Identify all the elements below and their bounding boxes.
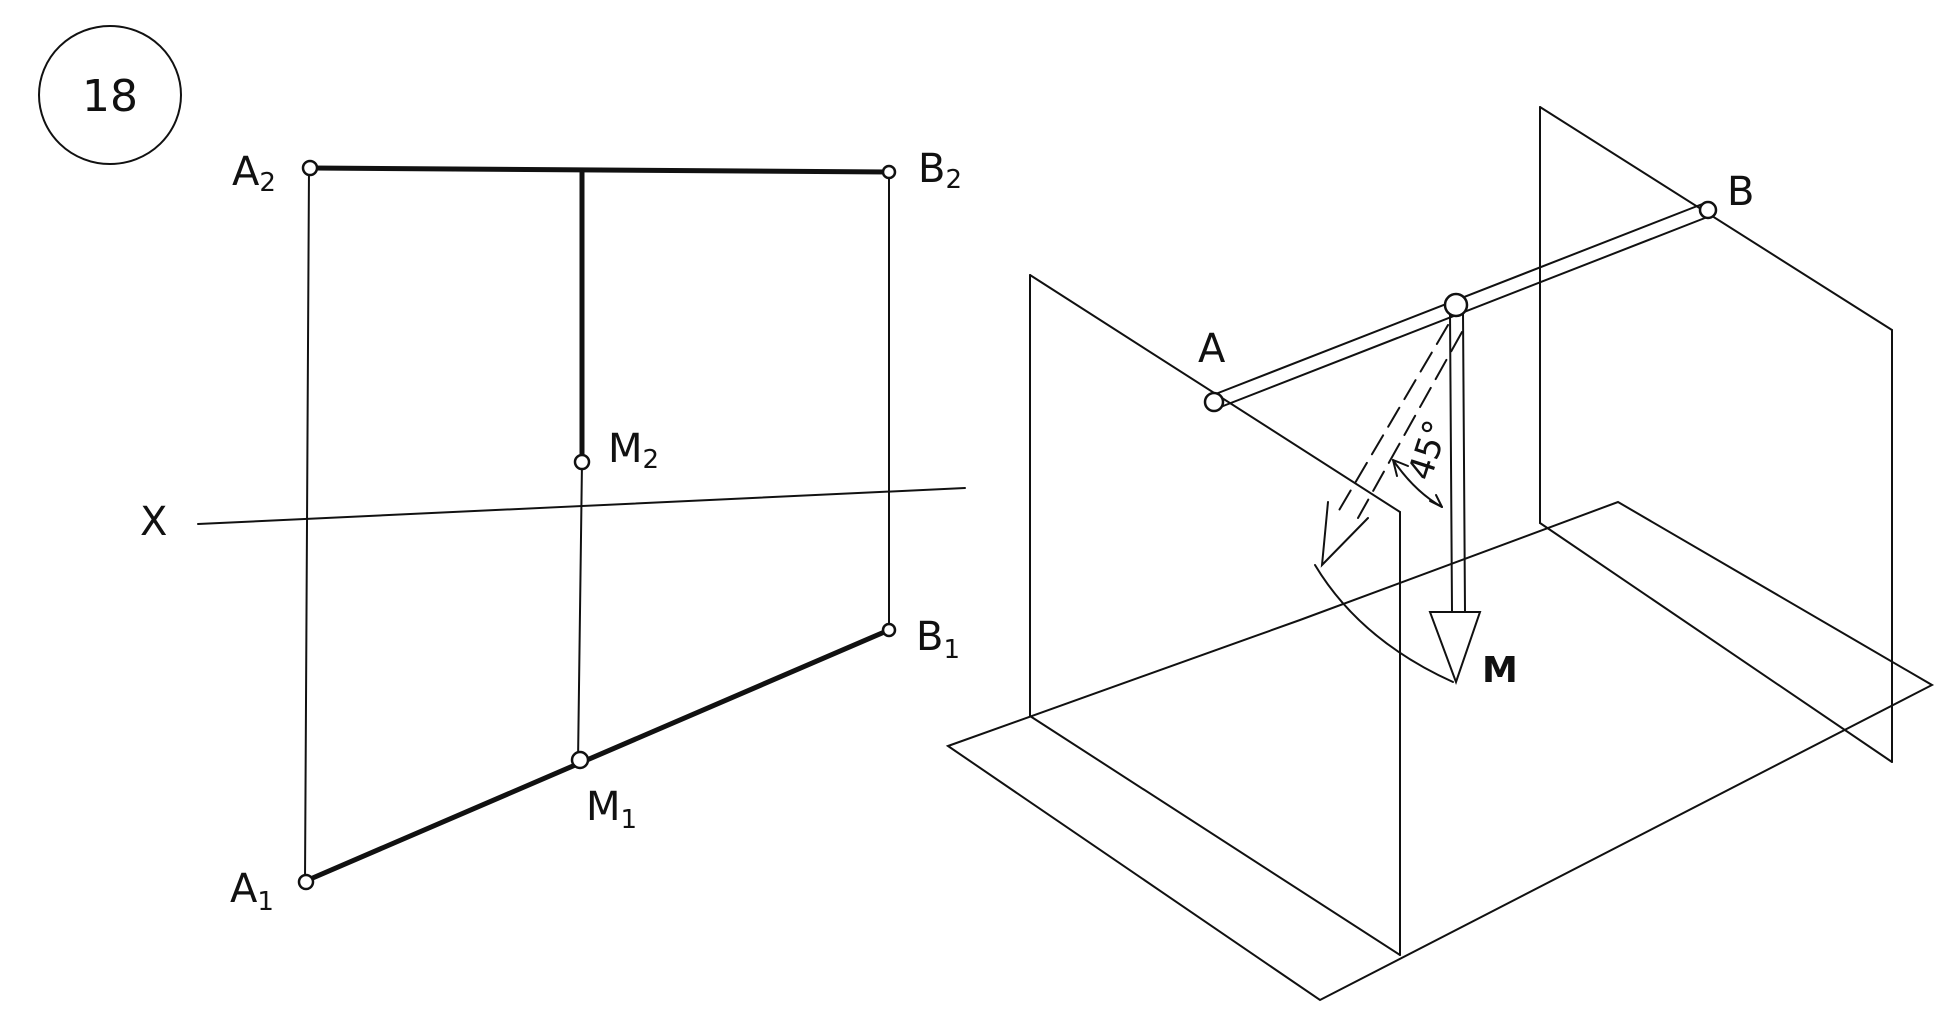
point-b (1698, 200, 1718, 220)
rotation-arc (1314, 564, 1454, 683)
segment-a1-b1 (305, 627, 892, 883)
right-plane-top-edge (1539, 106, 1893, 331)
angle-arrow-right (1429, 494, 1443, 508)
isometric-view: 45° A B M (945, 106, 1935, 1002)
left-plane-bottom-edge (1029, 715, 1401, 956)
right-plane-bottom-edge (1539, 522, 1893, 763)
link-line-m (577, 461, 583, 763)
label-a2: A2 (232, 149, 276, 198)
label-a: A (1198, 326, 1226, 372)
point-b2 (881, 164, 897, 180)
orthographic-view: X A2 B2 M2 A1 B1 M1 (140, 146, 966, 917)
horizontal-plane (945, 500, 1935, 1002)
arrow-m-head (1428, 611, 1482, 685)
figure-number-badge: 18 (38, 25, 182, 165)
label-b2: B2 (918, 146, 962, 195)
angle-arrow-left (1392, 459, 1409, 477)
point-m2 (573, 453, 591, 471)
projection-axis-x (197, 487, 966, 525)
point-a1 (297, 873, 315, 891)
label-m1: M1 (586, 784, 637, 835)
link-line-a (304, 167, 310, 881)
segment-a2-b2 (309, 165, 892, 175)
point-center (1443, 292, 1469, 318)
label-m: M (1482, 650, 1518, 691)
label-a1: A1 (230, 866, 274, 917)
label-b: B (1727, 169, 1754, 215)
rotated-dash-1 (1337, 324, 1449, 513)
arrow-m-shaft-right (1462, 311, 1466, 613)
point-b1 (881, 622, 897, 638)
rotated-dash-2 (1357, 331, 1463, 519)
point-m1 (570, 750, 590, 770)
arrow-m-shaft-left (1449, 311, 1453, 613)
point-a (1203, 391, 1225, 413)
rotated-arrowhead (1320, 501, 1369, 568)
label-m2: M2 (608, 426, 659, 475)
label-b1: B1 (916, 614, 960, 665)
axis-label-x: X (140, 499, 167, 545)
figure-number: 18 (82, 71, 138, 122)
point-a2 (301, 159, 319, 177)
